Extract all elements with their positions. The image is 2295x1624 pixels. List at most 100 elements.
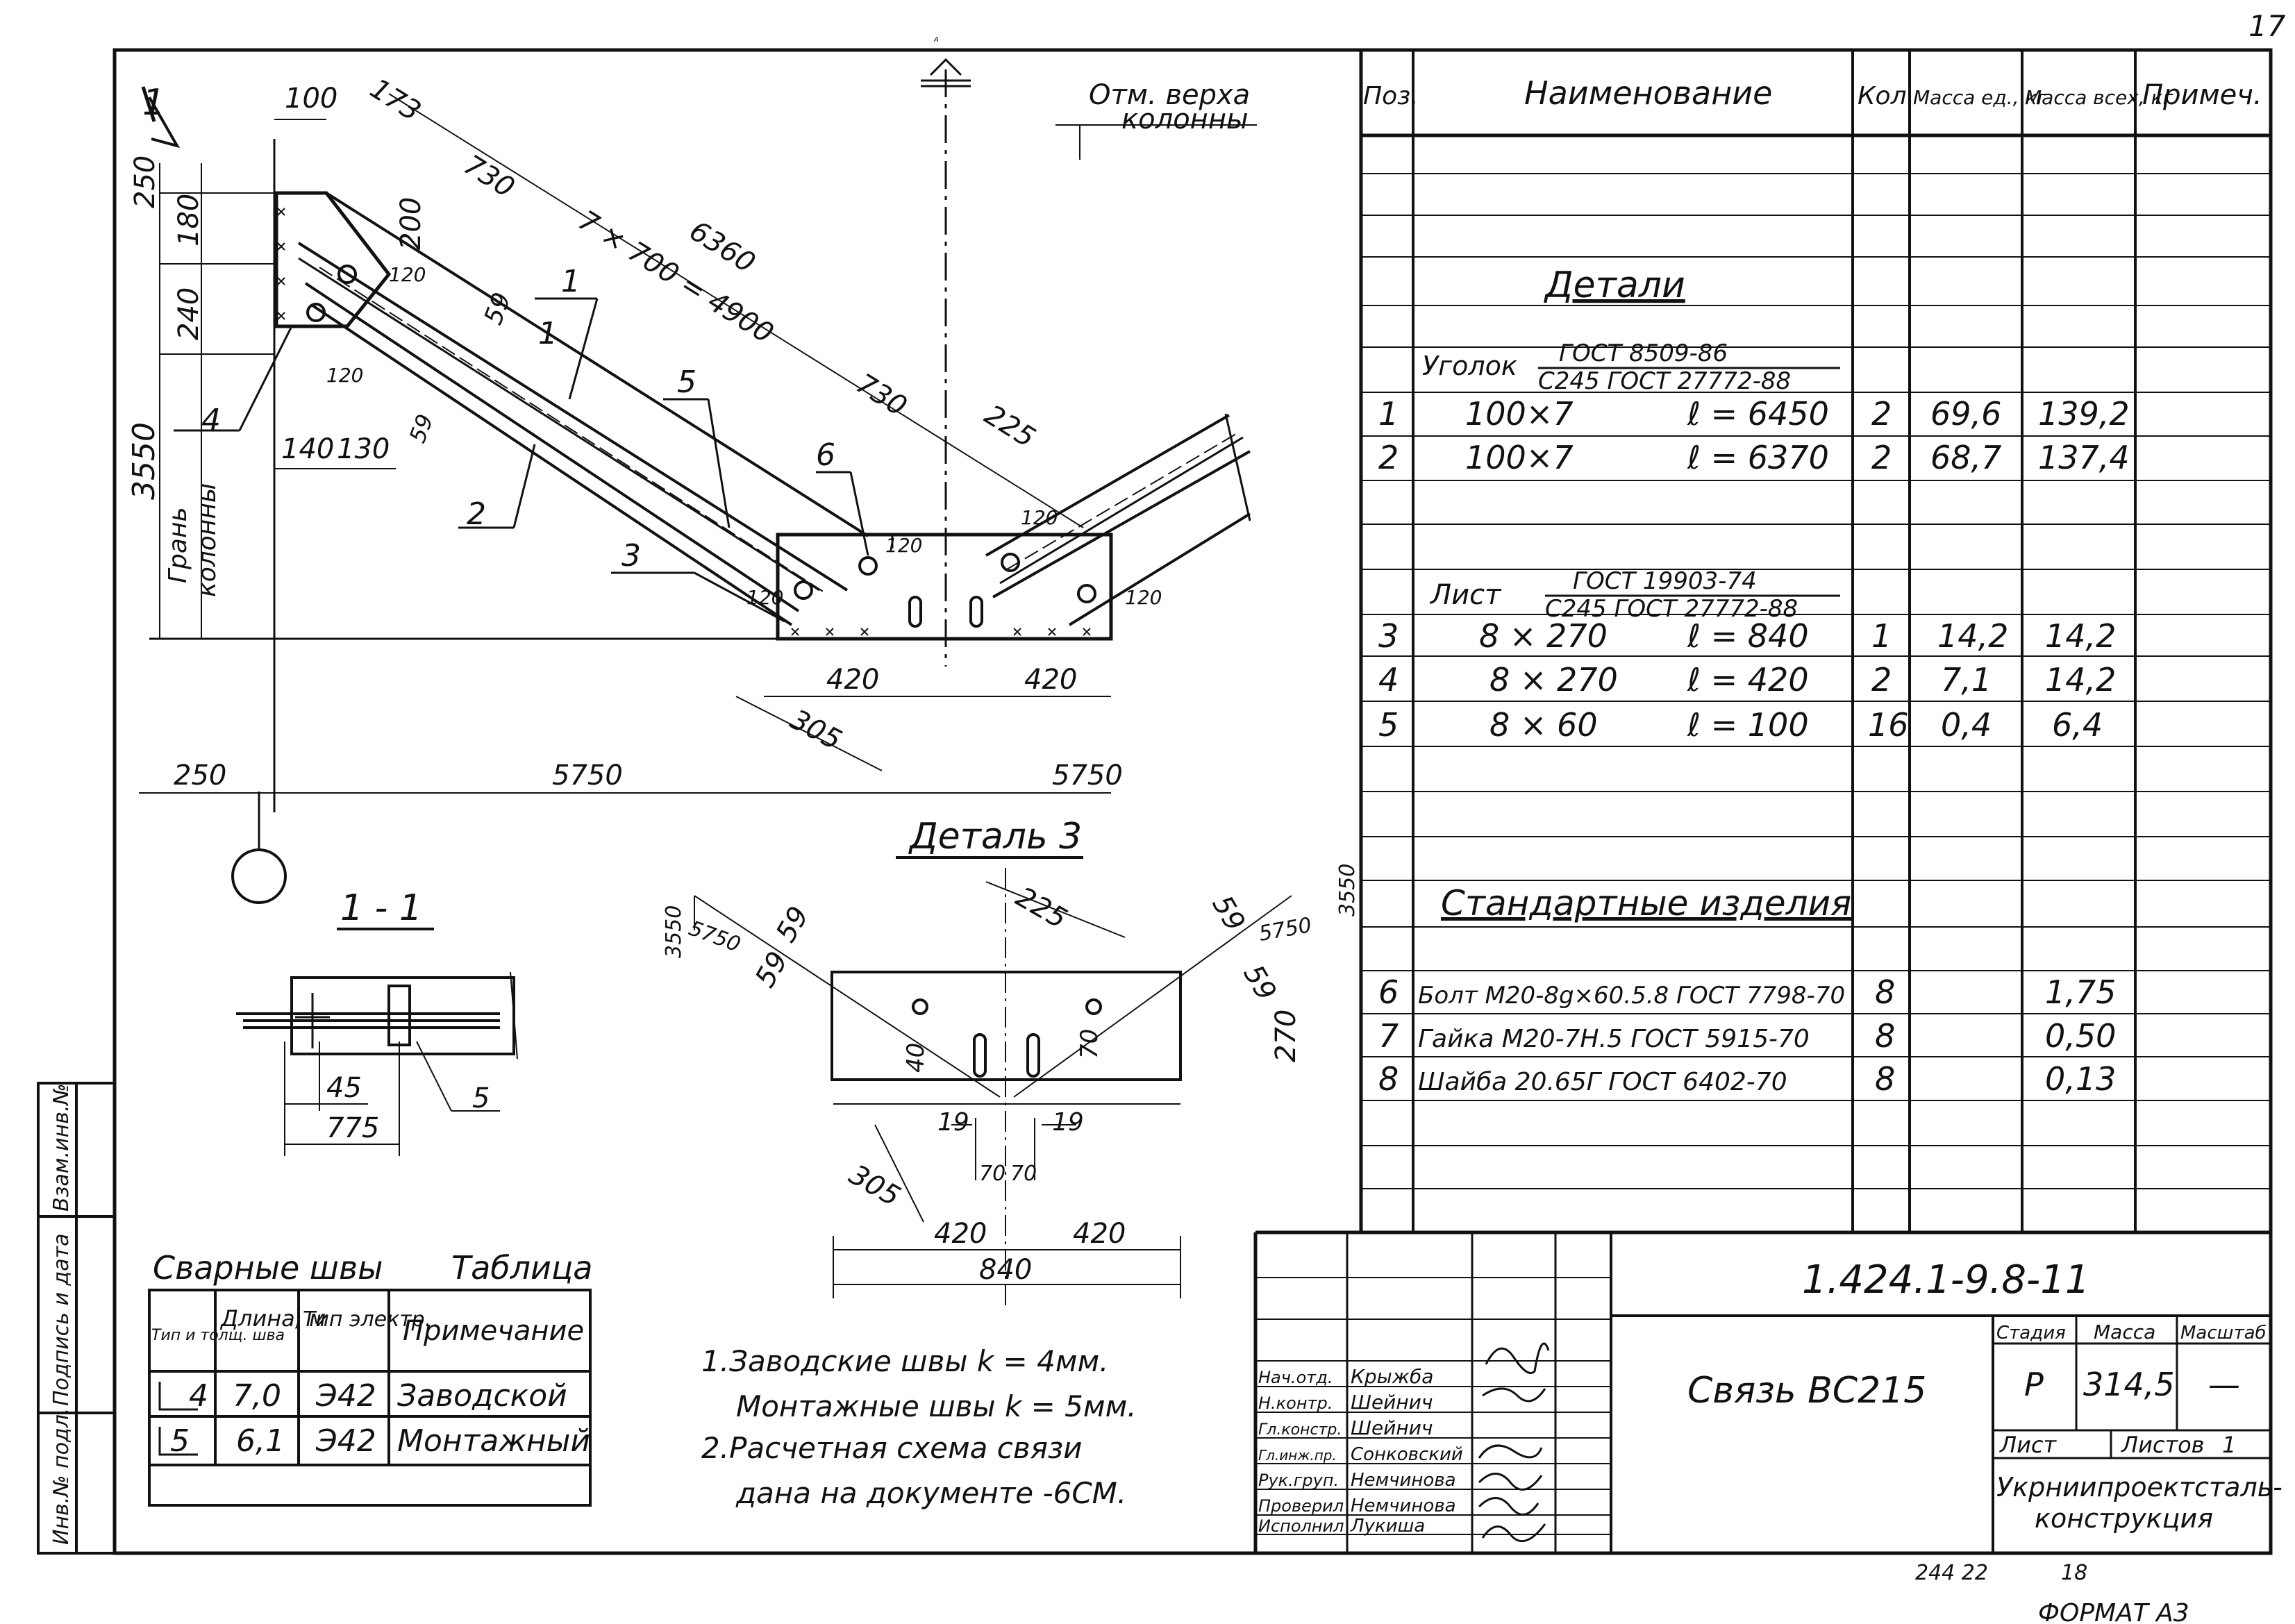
- detail-dim-40: 40: [902, 1043, 930, 1073]
- spec-list-name: Лист: [1429, 579, 1502, 611]
- dim-100: 100: [285, 83, 337, 115]
- spec-header-mass-total: Масса всех, кг: [2025, 86, 2173, 109]
- spec-table-grid: [1361, 50, 2271, 1232]
- detail-3-labels: Деталь 3 3550 5750 59 59 225 3550 5750 5…: [662, 816, 1360, 1286]
- dim-130: 130: [337, 433, 390, 465]
- welds-table-text: Сварные швы Таблица Тип и толщ. шва Длин…: [151, 1249, 592, 1459]
- welds-row-1-type: 4: [189, 1378, 208, 1414]
- spec-row-4-name: 8 × 270: [1489, 661, 1618, 698]
- dim-420-b: 420: [1024, 664, 1077, 696]
- part-label-3: 3: [621, 538, 641, 574]
- spec-list-den: С245 ГОСТ 27772-88: [1545, 595, 1798, 623]
- scale-value: —: [2208, 1366, 2240, 1403]
- spec-ugolok-den: С245 ГОСТ 27772-88: [1538, 367, 1791, 395]
- mass-label: Масса: [2094, 1321, 2155, 1343]
- spec-row-1-qty: 2: [1871, 395, 1892, 433]
- part-label-4: 4: [201, 403, 221, 438]
- dim-3550: 3550: [126, 422, 162, 500]
- dim-140: 140: [281, 433, 334, 465]
- spec-row-6-total: 1,75: [2045, 973, 2116, 1011]
- welds-row-1-electrode: Э42: [315, 1378, 376, 1414]
- stage-label: Стадия: [1996, 1323, 2066, 1343]
- section-title: 1 - 1: [340, 887, 422, 929]
- spec-row-7-qty: 8: [1875, 1017, 1895, 1055]
- main-drawing-labels: Отм. верха колонны Грань колонны 1 А 100…: [126, 36, 1250, 792]
- spec-ugolok-name: Уголок: [1422, 351, 1517, 381]
- person-name-7: Лукиша: [1350, 1516, 1425, 1537]
- spec-row-7-name: Гайка М20-7Н.5 ГОСТ 5915-70: [1418, 1025, 1810, 1053]
- section-1-1: [236, 928, 518, 1156]
- detail-dim-59-l2: 59: [749, 946, 794, 993]
- welds-title: Сварные швы: [153, 1249, 383, 1287]
- spec-row-8-total: 0,13: [2045, 1060, 2116, 1098]
- scale-label: Масштаб: [2180, 1323, 2267, 1343]
- spec-row-5-name: 8 × 60: [1489, 706, 1598, 744]
- dim-180: 180: [173, 194, 205, 246]
- welds-table-grid: [148, 1289, 592, 1507]
- spec-row-3-qty: 1: [1871, 617, 1892, 655]
- person-name-5: Немчинова: [1351, 1470, 1456, 1491]
- spec-row-5-total: 6,4: [2052, 706, 2103, 744]
- detail-dim-840: 840: [979, 1254, 1032, 1286]
- margin-inv-vzam: Взам.инв.№: [49, 1083, 74, 1212]
- spec-row-5-pos: 5: [1378, 706, 1399, 744]
- welds-header-type: Тип и толщ. шва: [151, 1327, 285, 1344]
- spec-row-6-qty: 8: [1875, 973, 1895, 1011]
- person-name-3: Шейнич: [1351, 1416, 1433, 1439]
- person-name-2: Шейнич: [1351, 1391, 1433, 1414]
- dim-200: 200: [395, 197, 427, 250]
- spec-row-3-total: 14,2: [2045, 617, 2116, 655]
- detail-dim-59-r2: 59: [1237, 960, 1282, 1006]
- mass-value: 314,5: [2083, 1366, 2175, 1403]
- spec-ugolok-num: ГОСТ 8509-86: [1559, 340, 1728, 367]
- axis-symbol: А: [933, 36, 939, 44]
- detail-dim-19-l: 19: [937, 1108, 969, 1137]
- detail-dim-5750-r: 5750: [1257, 913, 1313, 946]
- dim-225: 225: [979, 399, 1041, 453]
- part-label-1-b: 1: [538, 316, 558, 351]
- spec-header-qty: Кол.: [1858, 82, 1914, 110]
- page-number: 17: [2248, 9, 2286, 43]
- sheets-count: 1: [2222, 1432, 2236, 1458]
- spec-row-2-mass: 68,7: [1930, 439, 2001, 476]
- spec-row-2-pos: 2: [1378, 439, 1399, 476]
- inventory-number: 244 22: [1915, 1561, 1988, 1585]
- section-dim-45: 45: [326, 1072, 362, 1104]
- spec-row-1-len: ℓ = 6450: [1687, 395, 1829, 433]
- spec-row-6-name: Болт М20-8g×60.5.8 ГОСТ 7798-70: [1418, 982, 1845, 1010]
- spec-row-4-len: ℓ = 420: [1687, 661, 1809, 698]
- spec-header-pos: Поз.: [1363, 82, 1419, 110]
- spec-row-4-qty: 2: [1871, 661, 1892, 698]
- format-label: ФОРМАТ А3: [2038, 1599, 2189, 1624]
- sheets-label: Листов: [2121, 1432, 2205, 1458]
- person-role-4: Гл.инж.пр.: [1258, 1447, 1337, 1464]
- detail-dim-3550-r: 3550: [1335, 864, 1360, 916]
- person-name-4: Сонковский: [1351, 1444, 1463, 1465]
- spec-row-3-mass: 14,2: [1937, 617, 2008, 655]
- spec-row-2-name: 100×7: [1465, 439, 1574, 476]
- elevation-note-1: Отм. верха: [1089, 79, 1250, 111]
- spec-row-3-pos: 3: [1378, 617, 1399, 655]
- sheet-label: Лист: [1999, 1432, 2057, 1458]
- welds-row-2-type: 5: [170, 1423, 190, 1459]
- person-role-1: Нач.отд.: [1258, 1368, 1333, 1387]
- spec-row-8-qty: 8: [1875, 1060, 1895, 1098]
- dim-5750-b: 5750: [1052, 760, 1123, 792]
- person-name-6: Немчинова: [1351, 1496, 1456, 1516]
- spec-header-mass-unit: Масса ед., кг: [1913, 86, 2047, 109]
- spec-table-headers: Поз. Наименование Кол. Масса ед., кг Мас…: [1363, 74, 2262, 112]
- spec-row-7-total: 0,50: [2045, 1017, 2116, 1055]
- dim-420-a: 420: [826, 664, 879, 696]
- detail-3: [694, 856, 1292, 1305]
- spec-row-4-mass: 7,1: [1941, 661, 1992, 698]
- left-margin-strip: [37, 1082, 116, 1555]
- welds-row-2-note: Монтажный: [397, 1423, 590, 1459]
- detail-dim-225: 225: [1010, 881, 1072, 935]
- person-name-1: Крыжба: [1351, 1365, 1433, 1388]
- spec-row-6-pos: 6: [1378, 973, 1399, 1011]
- dim-5750-a: 5750: [552, 760, 623, 792]
- dim-120-f: 120: [1125, 586, 1162, 609]
- detail-dim-59-l1: 59: [770, 901, 815, 948]
- spec-row-3-name: 8 × 270: [1479, 617, 1608, 655]
